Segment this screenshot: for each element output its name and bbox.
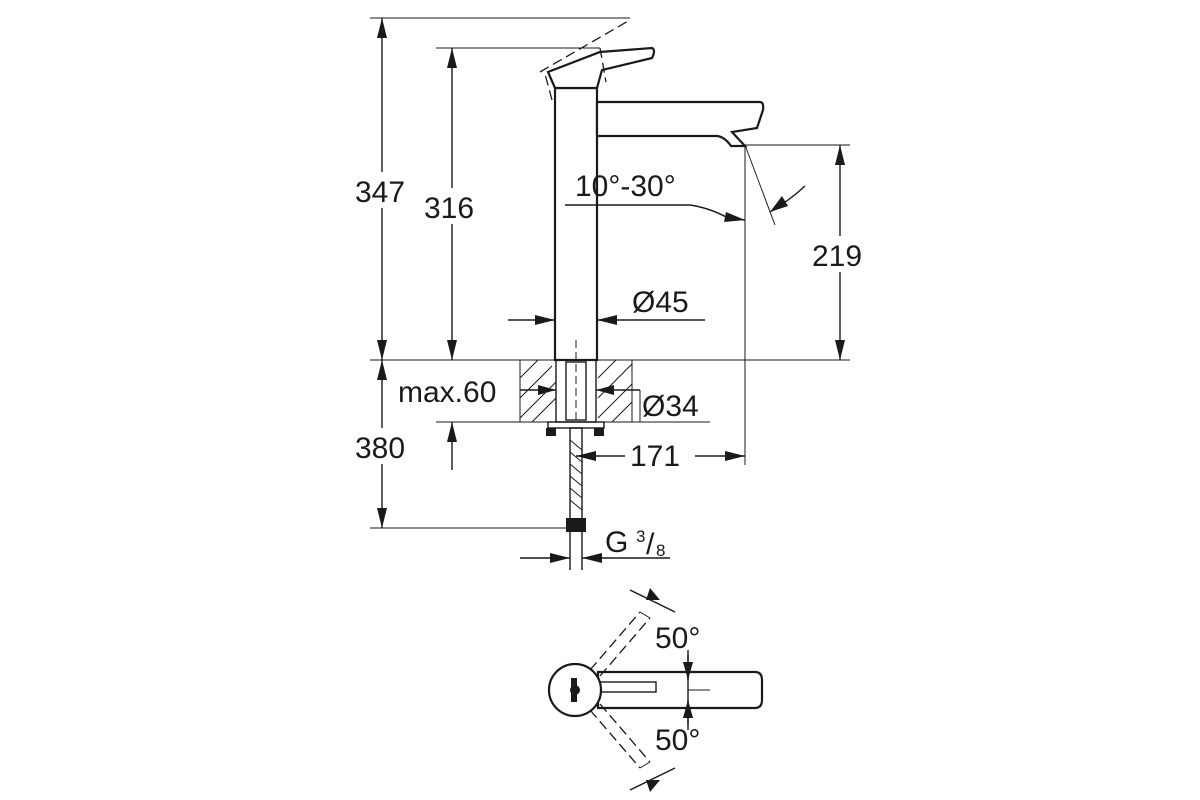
hole-diameter-label: Ø34 xyxy=(642,390,699,423)
side-view: 347 316 219 10°-30° xyxy=(350,17,874,570)
dim-max-deck: max.60 xyxy=(398,376,556,409)
thread-label: G xyxy=(605,526,628,559)
body-diameter-label: Ø45 xyxy=(632,286,689,319)
dim-swivel-angle: 10°-30° xyxy=(565,144,806,226)
lever-angle-upper-label: 50° xyxy=(655,622,700,655)
dim-total-height: 347 xyxy=(350,18,416,360)
dim-spout-height: 316 xyxy=(420,48,486,360)
thread-fraction-den: 8 xyxy=(656,541,665,560)
swivel-angle-label: 10°-30° xyxy=(575,170,676,203)
dim-connection-thread: G 3 / 8 xyxy=(520,526,670,563)
thread-fraction-num: 3 xyxy=(636,527,645,546)
spout-height-label: 316 xyxy=(424,192,474,225)
dim-body-diameter: Ø45 xyxy=(508,286,705,325)
total-height-label: 347 xyxy=(355,176,405,209)
lever-angle-lower-label: 50° xyxy=(655,724,700,757)
dim-hose-length: 380 xyxy=(350,360,457,528)
max-deck-label: max.60 xyxy=(398,376,496,409)
spout-reach-label: 171 xyxy=(630,440,680,473)
outlet-height-label: 219 xyxy=(812,240,862,273)
svg-text:/: / xyxy=(646,528,655,561)
faucet-body xyxy=(539,19,765,570)
dim-spout-reach: 171 xyxy=(576,440,745,473)
dim-hole-diameter: Ø34 xyxy=(596,385,699,423)
hose-length-label: 380 xyxy=(355,432,405,465)
dim-outlet-height: 219 xyxy=(808,145,874,360)
top-view: 50° 50° xyxy=(547,588,764,792)
